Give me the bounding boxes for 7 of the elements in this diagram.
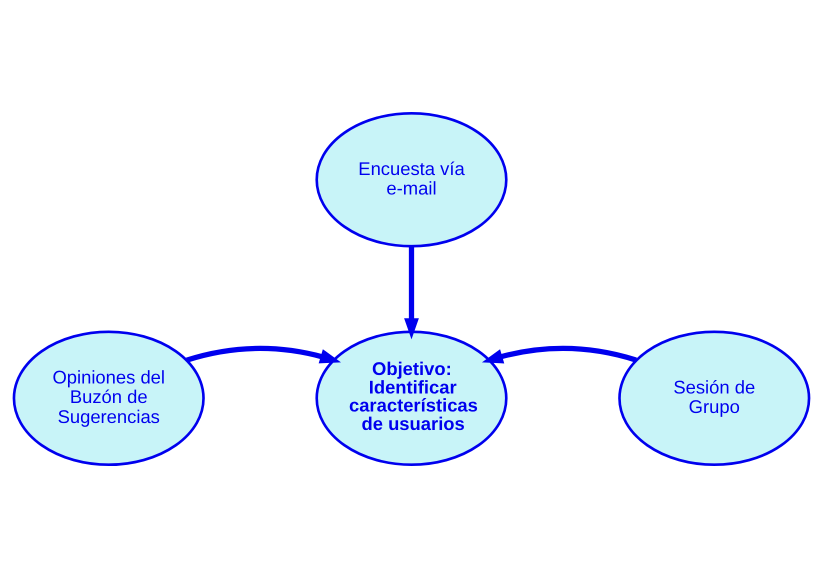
arrow — [482, 345, 637, 363]
node-ellipse: Sesión de Grupo — [618, 330, 810, 466]
node-ellipse: Encuesta vía e-mail — [315, 111, 508, 248]
arrow — [404, 246, 419, 339]
node-ellipse: Opiniones del Buzón de Sugerencias — [12, 330, 205, 466]
node-ellipse: Objetivo: Identificar características de usuarios — [315, 330, 508, 466]
arrow — [186, 345, 342, 363]
